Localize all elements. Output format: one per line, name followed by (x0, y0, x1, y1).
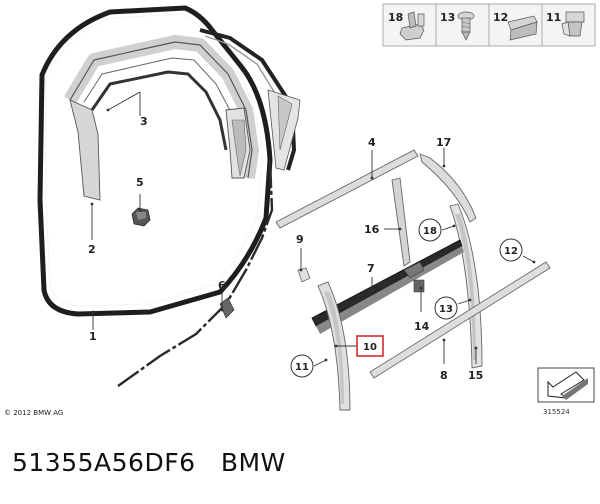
legend-label: 11 (546, 11, 561, 24)
callout-1: 1 (89, 330, 97, 343)
leaders-left (90, 91, 224, 330)
svg-text:10: 10 (363, 342, 377, 353)
part-code: 51355A56DF6 (12, 448, 196, 477)
callout-15: 15 (468, 369, 483, 382)
callout-11: 11 (290, 354, 314, 378)
legend-label: 18 (388, 11, 403, 24)
brand-name: BMW (220, 448, 286, 477)
callout-4: 4 (368, 136, 376, 149)
trim-strip-4 (275, 149, 419, 229)
pillar-trim-15 (449, 203, 483, 369)
callout-7: 7 (367, 262, 375, 275)
bracket-part-5 (131, 207, 151, 227)
view-direction-icon (537, 367, 595, 403)
callout-9: 9 (296, 233, 304, 246)
svg-text:13: 13 (439, 304, 453, 315)
trim-strip-17 (419, 153, 477, 223)
callout-3: 3 (140, 115, 148, 128)
svg-text:11: 11 (295, 362, 309, 373)
callout-12: 12 (499, 238, 523, 262)
callout-2: 2 (88, 243, 96, 256)
trim-strip-12 (369, 261, 551, 379)
seal-line-6 (117, 159, 274, 387)
callout-5: 5 (136, 176, 144, 189)
callout-6: 6 (218, 279, 226, 292)
part-caption: 51355A56DF6 BMW (12, 448, 286, 477)
door-frame-seal (199, 28, 301, 171)
clip-part-9 (297, 267, 311, 283)
screw-icon (457, 11, 475, 41)
diagram-id: 315524 (543, 408, 570, 416)
clip-icon (399, 11, 425, 41)
callout-17: 17 (436, 136, 451, 149)
trim-piece-16 (391, 177, 411, 267)
callout-10-highlighted: 10 (356, 335, 384, 357)
callout-8: 8 (440, 369, 448, 382)
callout-14: 14 (414, 320, 430, 333)
callout-16: 16 (364, 223, 380, 236)
door-seal-outer (37, 5, 273, 317)
window-trim-11 (317, 281, 351, 411)
legend-label: 13 (440, 11, 455, 24)
legend-label: 12 (493, 11, 508, 24)
leaders-right (299, 148, 536, 367)
legend-strip: 18 13 12 11 (382, 3, 596, 47)
copyright: © 2012 BMW AG (4, 409, 63, 417)
expanding-clip-icon (561, 11, 585, 37)
svg-text:18: 18 (423, 226, 437, 237)
seal-strip-icon (507, 15, 538, 41)
seal-strip-7 (311, 239, 464, 334)
window-channel (63, 35, 259, 201)
callout-13: 13 (434, 296, 458, 320)
svg-text:12: 12 (504, 246, 518, 257)
clip-part-14 (413, 279, 425, 293)
callout-18: 18 (418, 218, 442, 242)
